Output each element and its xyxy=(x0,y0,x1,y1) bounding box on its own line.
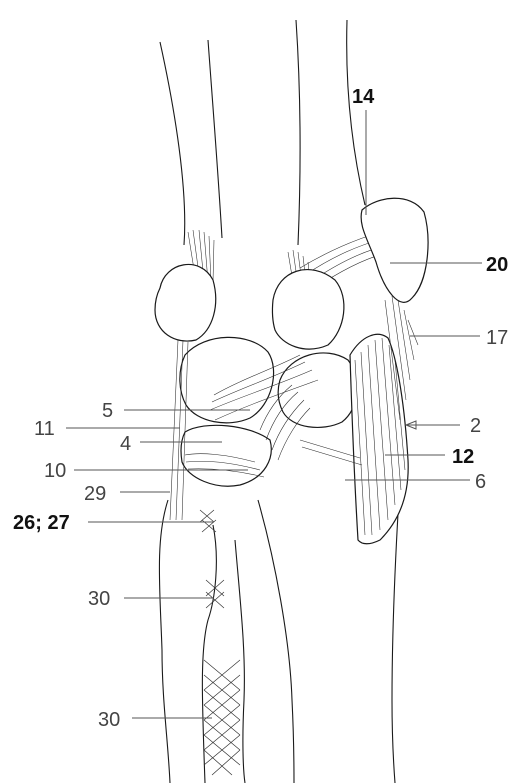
label-30-lower: 30 xyxy=(98,709,120,731)
label-5: 5 xyxy=(102,400,113,422)
label-2: 2 xyxy=(470,415,481,437)
label-14: 14 xyxy=(352,86,375,108)
accessory-carpal-bone xyxy=(361,198,428,302)
label-30-upper: 30 xyxy=(88,588,110,610)
label-10: 10 xyxy=(44,460,66,482)
label-11: 11 xyxy=(34,418,55,440)
label-4: 4 xyxy=(120,433,131,455)
label-6: 6 xyxy=(475,471,486,493)
leader-lines xyxy=(66,110,482,718)
intermediate-carpal-bone xyxy=(272,270,344,349)
label-29: 29 xyxy=(84,483,106,505)
interosseous-ligament-hatching xyxy=(200,510,240,775)
radial-carpal-bone xyxy=(155,264,216,341)
label-26-27: 26; 27 xyxy=(13,512,70,534)
label-12: 12 xyxy=(452,446,474,468)
label-20: 20 xyxy=(486,254,508,276)
label-17: 17 xyxy=(486,327,508,349)
